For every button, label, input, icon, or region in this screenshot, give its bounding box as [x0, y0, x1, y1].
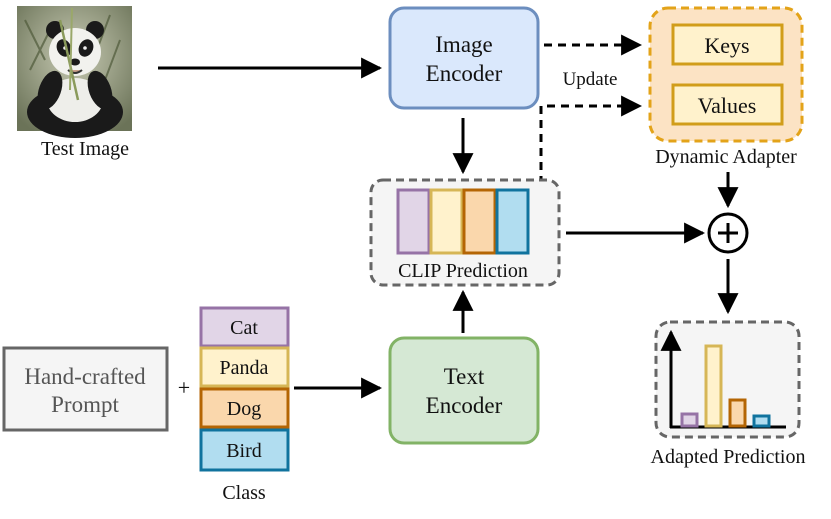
adapted-bar-blue [752, 414, 771, 428]
class-dog-box [199, 387, 290, 429]
image-encoder-box [388, 6, 540, 110]
test-image-caption: Test Image [41, 138, 129, 160]
text-encoder-label-line2: Encoder [426, 393, 503, 418]
text-encoder-label-line1: Text [444, 364, 485, 389]
class-cat-box [199, 306, 290, 348]
image-encoder-label-line2: Encoder [426, 61, 503, 86]
adapted-prediction-box [654, 320, 801, 439]
adapted-bar-purple [680, 412, 699, 428]
text-encoder-box [388, 336, 540, 445]
clip-bar-yellow [429, 188, 464, 255]
plus-sign: + [178, 375, 190, 400]
adapted-prediction-caption: Adapted Prediction [651, 446, 806, 468]
class-cat-label: Cat [230, 317, 258, 339]
class-caption: Class [222, 482, 266, 504]
clip-prediction-caption: CLIP Prediction [398, 260, 528, 282]
update-arrow-values [539, 95, 643, 184]
values-label: Values [698, 93, 757, 118]
adapted-bar-yellow [704, 344, 723, 428]
class-bird-box [199, 428, 290, 472]
class-bird-label: Bird [226, 440, 262, 462]
clip-bar-blue [495, 188, 530, 255]
keys-box [671, 23, 784, 66]
class-panda-box [199, 346, 290, 388]
circled-plus-icon [707, 212, 749, 254]
keys-label: Keys [704, 33, 749, 58]
prompt-label-line1: Hand-crafted [24, 364, 146, 389]
values-box [671, 83, 784, 126]
prompt-box [2, 346, 169, 432]
class-panda-label: Panda [220, 357, 269, 379]
clip-bar-purple [396, 188, 431, 255]
image-encoder-label-line1: Image [435, 32, 492, 57]
adapted-bar-orange [728, 398, 747, 428]
update-label: Update [563, 69, 618, 90]
clip-bar-orange [462, 188, 497, 255]
prompt-label-line2: Prompt [51, 392, 119, 417]
dynamic-adapter-caption: Dynamic Adapter [655, 146, 797, 168]
class-dog-label: Dog [227, 398, 261, 420]
test-image [17, 6, 132, 138]
